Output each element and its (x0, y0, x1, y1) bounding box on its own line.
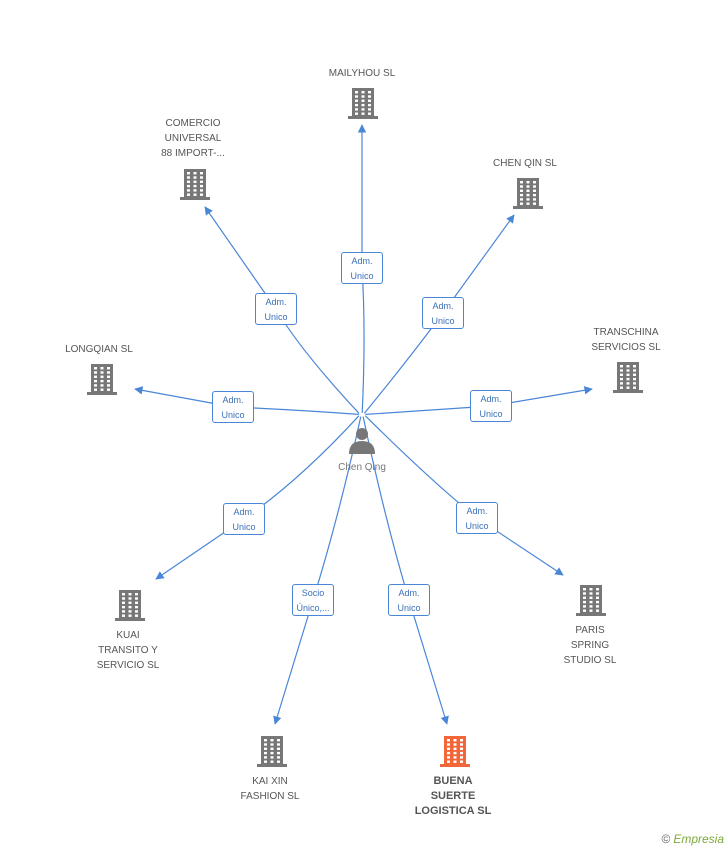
icons-layer (87, 88, 643, 767)
person-icon[interactable] (349, 428, 375, 454)
building-icon-kuai[interactable] (115, 590, 145, 621)
building-icon-buena[interactable] (440, 736, 470, 767)
node-label-paris[interactable]: PARIS SPRING STUDIO SL (563, 625, 617, 666)
edge-label-chenqin[interactable]: Adm. Unico (422, 297, 464, 329)
node-label-kaixin[interactable]: KAI XIN FASHION SL (240, 776, 300, 802)
building-icon-paris[interactable] (576, 585, 606, 616)
building-icon-mailyhou[interactable] (348, 88, 378, 119)
node-label-mailyhou[interactable]: MAILYHOU SL (328, 68, 396, 79)
brand-name: Empresia (673, 832, 724, 846)
building-icon-longqian[interactable] (87, 364, 117, 395)
edge-label-mailyhou[interactable]: Adm. Unico (341, 252, 383, 284)
edge-label-longqian[interactable]: Adm. Unico (212, 391, 254, 423)
building-icon-comercio[interactable] (180, 169, 210, 200)
center-person-label[interactable]: Chen Qing (338, 462, 386, 473)
node-label-buena[interactable]: BUENA SUERTE LOGISTICA SL (414, 775, 492, 817)
brand-logo: ©Empresia (661, 832, 724, 846)
node-label-chenqin[interactable]: CHEN QIN SL (493, 158, 557, 169)
edge-label-kuai[interactable]: Adm. Unico (223, 503, 265, 535)
node-label-transchina[interactable]: TRANSCHINA SERVICIOS SL (591, 327, 661, 353)
building-icon-kaixin[interactable] (257, 736, 287, 767)
edge-label-transchina[interactable]: Adm. Unico (470, 390, 512, 422)
edge-label-buena[interactable]: Adm. Unico (388, 584, 430, 616)
copyright-symbol: © (661, 832, 671, 846)
building-icon-chenqin[interactable] (513, 178, 543, 209)
building-icon-transchina[interactable] (613, 362, 643, 393)
node-label-kuai[interactable]: KUAI TRANSITO Y SERVICIO SL (96, 630, 160, 671)
node-label-longqian[interactable]: LONGQIAN SL (65, 344, 133, 355)
edges-layer (134, 124, 593, 725)
edge-label-kaixin[interactable]: Socio Único,... (292, 584, 334, 616)
edge-label-comercio[interactable]: Adm. Unico (255, 293, 297, 325)
node-label-comercio[interactable]: COMERCIO UNIVERSAL 88 IMPORT-... (161, 118, 225, 159)
edge-kuai (155, 415, 360, 580)
edge-label-paris[interactable]: Adm. Unico (456, 502, 498, 534)
